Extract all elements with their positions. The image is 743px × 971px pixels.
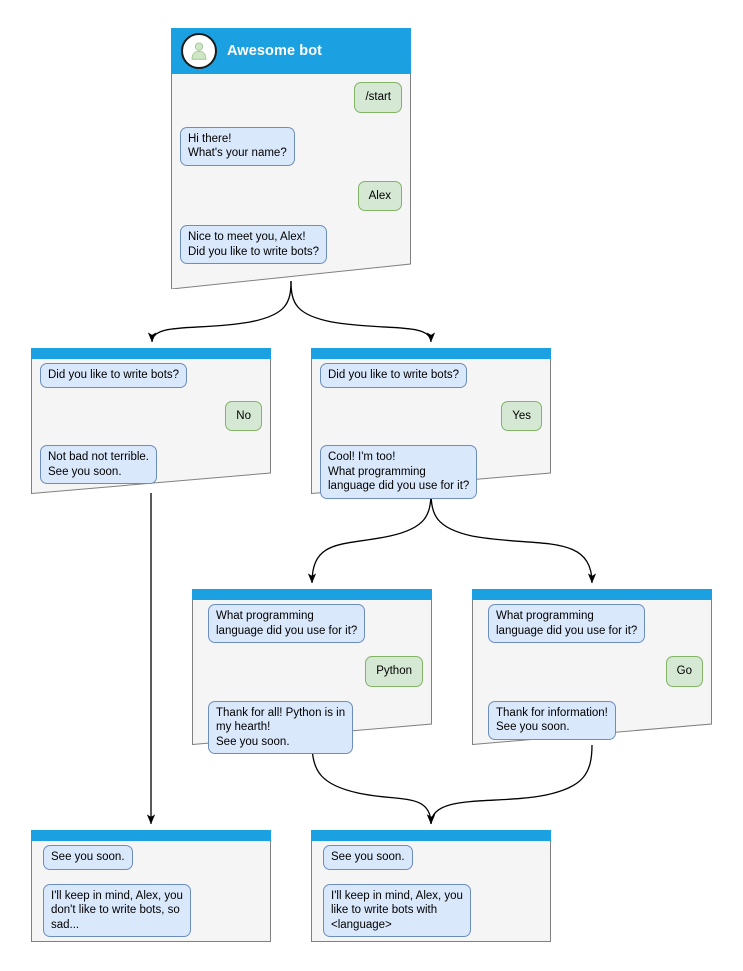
node-header-bar	[472, 589, 712, 600]
edge-root-to-yes	[290, 280, 436, 343]
chat-message-user: Python	[365, 656, 423, 687]
chat-message-bot: What programming language did you use fo…	[208, 604, 366, 643]
chat-message-bot: Nice to meet you, Alex! Did you like to …	[180, 225, 328, 264]
chat-message-bot: Thank for all! Python is in my hearth! S…	[208, 700, 354, 754]
node-header-bar	[31, 830, 271, 841]
chat-message-bot: Cool! I'm too! What programming language…	[320, 445, 478, 499]
node-end-sad[interactable]: See you soon. I'll keep in mind, Alex, y…	[31, 830, 271, 942]
node-yes-branch[interactable]: Did you like to write bots? Yes Cool! I'…	[311, 348, 551, 499]
node-go-branch[interactable]: What programming language did you use fo…	[472, 589, 712, 745]
chat-transcript: What programming language did you use fo…	[192, 589, 432, 754]
chat-message-user: /start	[354, 82, 402, 113]
person-avatar-icon	[181, 33, 217, 69]
chat-transcript: Did you like to write bots? No Not bad n…	[31, 348, 271, 494]
edge-yes-to-python	[307, 490, 432, 584]
node-header-bar	[311, 348, 551, 359]
chat-message-bot: Hi there! What's your name?	[180, 126, 295, 166]
chat-message-bot: I'll keep in mind, Alex, you like to wri…	[323, 883, 471, 937]
chat-message-bot: Did you like to write bots?	[40, 363, 188, 388]
chat-transcript: /start Hi there! What's your name? Alex …	[171, 28, 411, 289]
edge-yes-to-go	[430, 490, 597, 584]
node-header-bar	[192, 589, 432, 600]
edge-go-to-end	[426, 744, 593, 825]
chat-message-bot: See you soon.	[323, 845, 413, 870]
chat-message-bot: I'll keep in mind, Alex, you don't like …	[43, 883, 191, 937]
chat-message-bot: Did you like to write bots?	[320, 363, 468, 388]
bot-title: Awesome bot	[227, 43, 323, 59]
chat-message-user: No	[225, 400, 262, 431]
node-end-happy[interactable]: See you soon. I'll keep in mind, Alex, y…	[311, 830, 551, 942]
node-no-branch[interactable]: Did you like to write bots? No Not bad n…	[31, 348, 271, 494]
node-python-branch[interactable]: What programming language did you use fo…	[192, 589, 432, 754]
node-header-bar	[31, 348, 271, 359]
chat-message-bot: What programming language did you use fo…	[488, 604, 646, 643]
chat-message-bot: Thank for information! See you soon.	[488, 700, 616, 740]
chat-message-user: Yes	[501, 400, 542, 431]
chat-transcript: Did you like to write bots? Yes Cool! I'…	[311, 348, 551, 499]
chat-message-user: Alex	[357, 180, 402, 211]
bot-header: Awesome bot	[171, 28, 411, 74]
edge-python-to-end	[311, 742, 436, 825]
chat-transcript: See you soon. I'll keep in mind, Alex, y…	[31, 830, 271, 942]
chat-message-user: Go	[665, 656, 703, 687]
node-header-bar	[311, 830, 551, 841]
chat-message-bot: Not bad not terrible. See you soon.	[40, 445, 158, 484]
node-root[interactable]: Awesome bot /start Hi there! What's your…	[171, 28, 411, 289]
chat-transcript: See you soon. I'll keep in mind, Alex, y…	[311, 830, 551, 942]
chat-message-bot: See you soon.	[43, 845, 133, 870]
edge-root-to-no	[147, 280, 292, 343]
chat-transcript: What programming language did you use fo…	[472, 589, 712, 745]
